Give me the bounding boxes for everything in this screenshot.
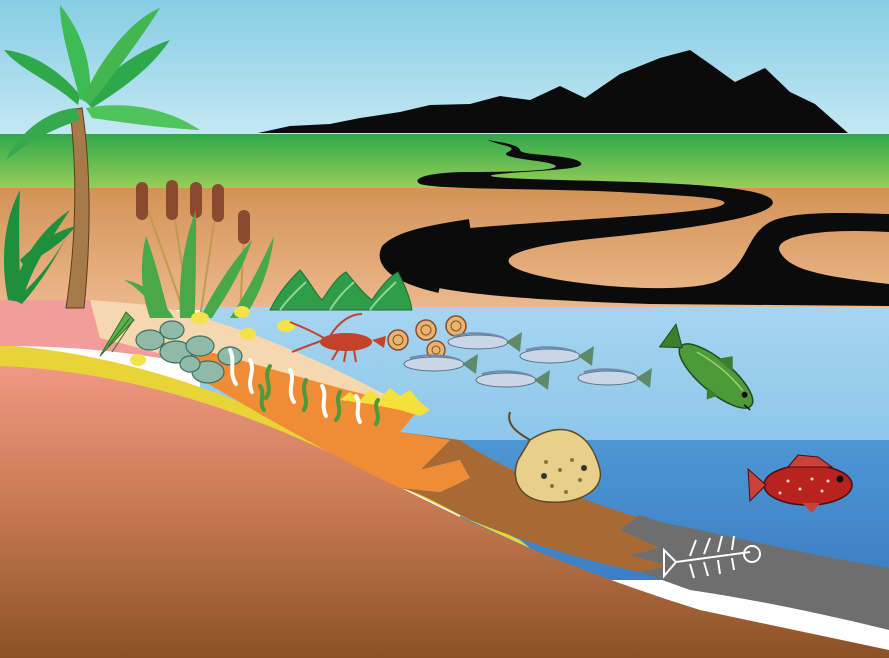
sedimentary-environment-diagram: [0, 0, 889, 658]
